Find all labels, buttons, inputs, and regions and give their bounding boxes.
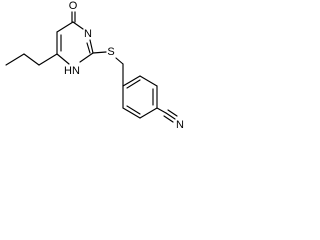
oxygen-label: O	[69, 0, 78, 12]
benzene-bond-4	[139, 107, 158, 119]
benzene-bond-1	[122, 75, 141, 87]
c2-sulfur-bond	[92, 51, 107, 54]
molecule-structure-diagram: O N H N S N	[5, 0, 184, 131]
aryl-cn-bond	[156, 107, 167, 114]
propyl-bond-1	[38, 53, 58, 66]
nitrile-bond-1	[165, 112, 176, 120]
sulfur-ch2-bond	[115, 57, 124, 65]
nh-hydrogen-label: H	[64, 65, 72, 77]
nitrile-nitrogen-label: N	[176, 119, 184, 131]
benzene-bond-5-inner	[126, 105, 141, 115]
propyl-bond-3	[5, 53, 25, 66]
ring-nitrogen-label: N	[84, 28, 92, 40]
benzene-bond-1-inner	[126, 79, 141, 89]
ring-bond-c4-n3	[72, 21, 84, 30]
benzene-bond-2	[139, 75, 158, 87]
propyl-bond-2	[23, 53, 40, 66]
nh-nitrogen-label: N	[72, 65, 80, 77]
sulfur-label: S	[107, 46, 114, 58]
ring-bond-c2-n3-double	[86, 42, 91, 54]
ring-bond-c5-c4	[56, 21, 74, 33]
ring-bond-n1-c6	[56, 53, 70, 65]
nitrile-bond-3	[163, 115, 174, 123]
benzene-bond-5	[122, 107, 141, 119]
ring-bond-c2-n1	[79, 52, 94, 63]
ring-bond-n3-c2	[89, 39, 94, 54]
nitrile-bond-2	[167, 109, 178, 117]
